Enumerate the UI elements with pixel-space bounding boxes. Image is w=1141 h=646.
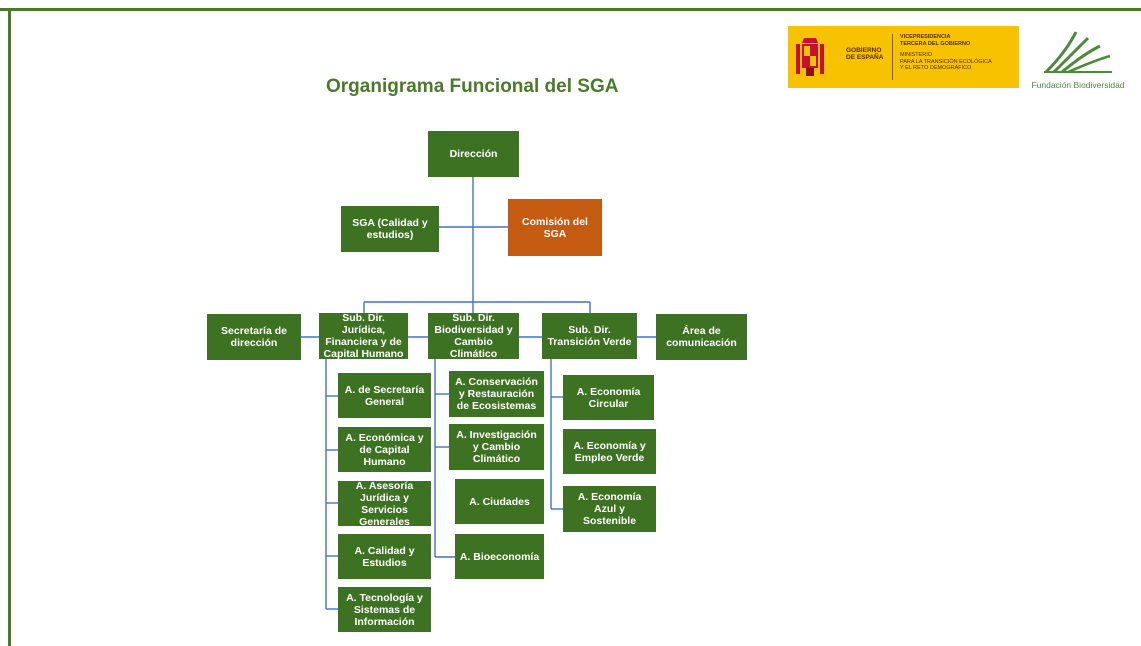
box-comision: Comisión del SGA (508, 199, 602, 256)
box-area-comunicacion: Área de comunicación (656, 314, 747, 360)
fundacion-text: Fundación Biodiversidad (1031, 80, 1125, 90)
box-area-empleo-verde: A. Economía y Empleo Verde (563, 429, 656, 474)
box-area-secretaria-general: A. de Secretaría General (338, 373, 431, 418)
grass-icon (1044, 31, 1112, 74)
box-area-conservacion: A. Conservación y Restauración de Ecosis… (449, 371, 544, 417)
box-area-economia-azul: A. Economía Azul y Sostenible (563, 486, 656, 532)
box-subdir-transicion: Sub. Dir. Transición Verde (542, 313, 637, 359)
box-area-asesoria-juridica: A. Asesoría Jurídica y Servicios General… (338, 480, 431, 528)
page-title: Organigrama Funcional del SGA (326, 76, 619, 97)
box-area-investigacion: A. Investigación y Cambio Climático (449, 424, 544, 470)
fundacion-biodiversidad-logo: Fundación Biodiversidad (1028, 28, 1128, 92)
box-subdir-biodiversidad: Sub. Dir. Biodiversidad y Cambio Climáti… (428, 312, 519, 360)
logo-divider (892, 34, 893, 80)
frame-top-border (0, 8, 1141, 11)
vicepresidencia-text: VICEPRESIDENCIA TERCERA DEL GOBIERNO (900, 34, 971, 47)
box-subdir-juridica: Sub. Dir. Jurídica, Financiera y de Capi… (319, 312, 408, 360)
box-area-economia-circular: A. Economía Circular (563, 375, 654, 420)
box-area-calidad-estudios: A. Calidad y Estudios (338, 534, 431, 579)
gobierno-logo: GOBIERNO DE ESPAÑA VICEPRESIDENCIA TERCE… (788, 26, 1019, 88)
frame-left-border (8, 8, 11, 646)
box-area-economica: A. Económica y de Capital Humano (338, 427, 431, 472)
box-area-bioeconomia: A. Bioeconomía (455, 534, 544, 579)
box-direccion: Dirección (428, 131, 519, 177)
box-area-tecnologia: A. Tecnología y Sistemas de Información (338, 587, 431, 632)
gobierno-text: GOBIERNO DE ESPAÑA (846, 47, 884, 61)
box-sga: SGA (Calidad y estudios) (341, 206, 439, 252)
ministerio-text: MINISTERIO PARA LA TRANSICIÓN ECOLÓGICA … (900, 52, 992, 71)
coat-of-arms-icon (796, 38, 824, 76)
box-area-ciudades: A. Ciudades (455, 479, 544, 524)
box-secretaria-direccion: Secretaría de dirección (207, 314, 301, 360)
